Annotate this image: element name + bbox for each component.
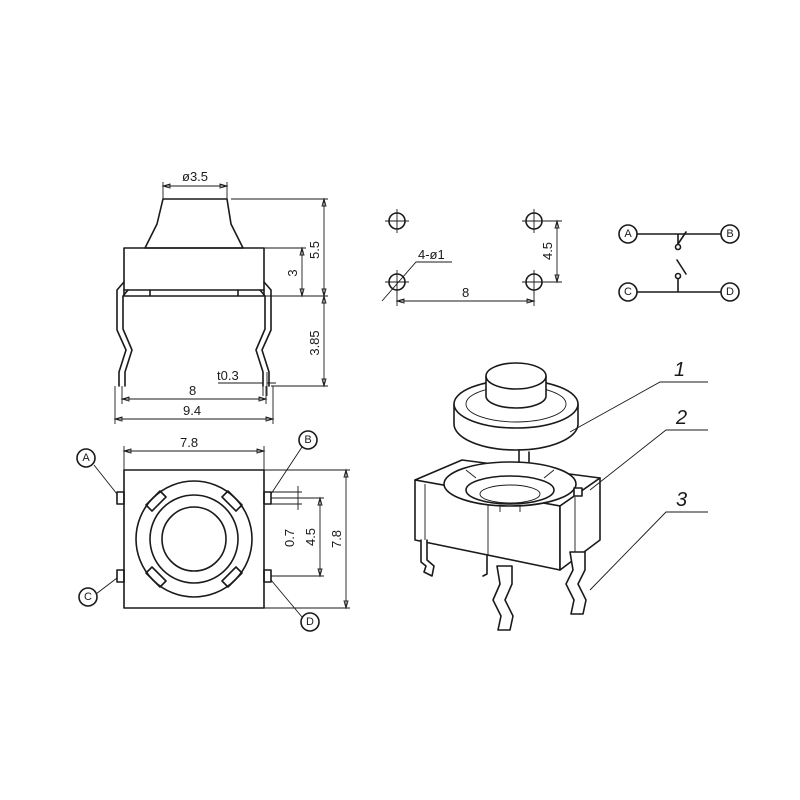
terminal-label-d: D xyxy=(300,612,320,632)
dim-overall-width-lines xyxy=(114,386,274,424)
dim-body-depth-right: 7.8 xyxy=(329,530,344,548)
dim-thickness-lines xyxy=(218,372,276,396)
front-view: ø3.5 5.5 3 3.85 t0.3 8 9.4 xyxy=(113,169,328,424)
dim-hole-spec: 4-ø1 xyxy=(418,247,445,262)
circuit-switch-arm xyxy=(676,231,687,275)
circuit-contact xyxy=(674,243,682,251)
hole-pattern: 4-ø1 8 4.5 xyxy=(381,209,562,306)
dim-body-width-bottom: 7.8 xyxy=(180,435,198,450)
part-number-1: 1 xyxy=(674,359,685,381)
dim-body-height: 3 xyxy=(285,269,300,276)
callout-leaders xyxy=(93,446,303,618)
terminal-label-b-schematic: B xyxy=(720,224,740,244)
svg-text:A: A xyxy=(624,228,632,240)
dim-right-extension-lines xyxy=(231,198,328,387)
exploded-view: 1 2 3 xyxy=(414,359,708,631)
terminal-label-d-schematic: D xyxy=(720,282,740,302)
front-pin-left xyxy=(116,281,133,387)
part-number-3: 3 xyxy=(676,489,687,511)
part-callout-lines xyxy=(569,381,708,591)
housing-nub xyxy=(573,487,583,497)
housing-side xyxy=(559,477,601,571)
svg-text:D: D xyxy=(306,616,314,628)
pin-front-left xyxy=(492,565,514,631)
dim-pin-span-lines xyxy=(121,386,267,404)
pin-back-left xyxy=(420,539,435,577)
dim-top-right-extension-lines xyxy=(264,469,350,609)
top-body xyxy=(123,469,265,609)
dim-pin-span: 8 xyxy=(189,383,196,398)
part-number-2: 2 xyxy=(675,407,687,429)
part-housing xyxy=(414,459,601,571)
top-tab-c xyxy=(116,569,125,583)
pin-front-right xyxy=(565,551,587,615)
top-slots xyxy=(145,490,243,588)
front-pin-right xyxy=(255,281,272,387)
top-tab-a xyxy=(116,491,125,505)
circuit-wire-top xyxy=(636,233,722,245)
svg-text:B: B xyxy=(726,228,733,240)
dim-overall-width: 9.4 xyxy=(183,403,201,418)
circuit-contact-lower xyxy=(674,272,682,280)
front-body xyxy=(123,247,265,291)
dim-hole-vertical-lines xyxy=(542,220,562,283)
dim-hole-horizontal: 8 xyxy=(462,285,469,300)
dim-terminal-width: 0.7 xyxy=(282,529,297,547)
terminal-label-b: B xyxy=(298,430,318,450)
top-ring-inner xyxy=(149,494,239,584)
circuit-schematic: A B C D xyxy=(618,224,740,302)
dim-hole-vertical: 4.5 xyxy=(540,242,555,260)
part-pins xyxy=(420,539,587,631)
top-button xyxy=(161,506,227,572)
dim-body-width-lines xyxy=(123,446,265,470)
svg-text:A: A xyxy=(82,452,90,464)
top-ring-outer xyxy=(135,480,253,598)
cap-stem-top xyxy=(485,362,547,390)
dim-hole-horizontal-lines xyxy=(396,292,535,306)
top-tab-d xyxy=(263,569,272,583)
dim-pin-spacing-vertical: 4.5 xyxy=(303,528,318,546)
terminal-label-c: C xyxy=(78,587,98,607)
front-body-base xyxy=(123,289,265,297)
housing-socket-inner xyxy=(465,475,555,505)
hole-centerlines xyxy=(385,209,546,294)
dim-stem-diameter: ø3.5 xyxy=(182,169,208,184)
top-view: 7.8 0.7 4.5 7.8 A B C D xyxy=(76,430,350,632)
svg-text:B: B xyxy=(304,434,311,446)
pin-back-right xyxy=(482,555,488,577)
svg-text:C: C xyxy=(84,591,92,603)
terminal-label-c-schematic: C xyxy=(618,282,638,302)
dim-terminal-thickness: t0.3 xyxy=(217,368,239,383)
dim-total-height: 5.5 xyxy=(307,241,322,259)
top-tab-b xyxy=(263,491,272,505)
housing-socket-core xyxy=(479,484,541,504)
housing-socket-outer xyxy=(443,461,577,507)
part-cap xyxy=(453,362,579,473)
terminal-label-a-schematic: A xyxy=(618,224,638,244)
terminal-label-a: A xyxy=(76,448,96,468)
dim-stem-lines xyxy=(162,182,228,199)
housing-socket-slots xyxy=(465,469,555,512)
hole-spec-leader xyxy=(381,261,452,302)
circuit-wire-bottom xyxy=(636,277,722,293)
svg-text:D: D xyxy=(726,286,734,298)
dim-pin-length: 3.85 xyxy=(307,330,322,355)
front-stem xyxy=(144,198,244,249)
svg-text:C: C xyxy=(624,286,632,298)
